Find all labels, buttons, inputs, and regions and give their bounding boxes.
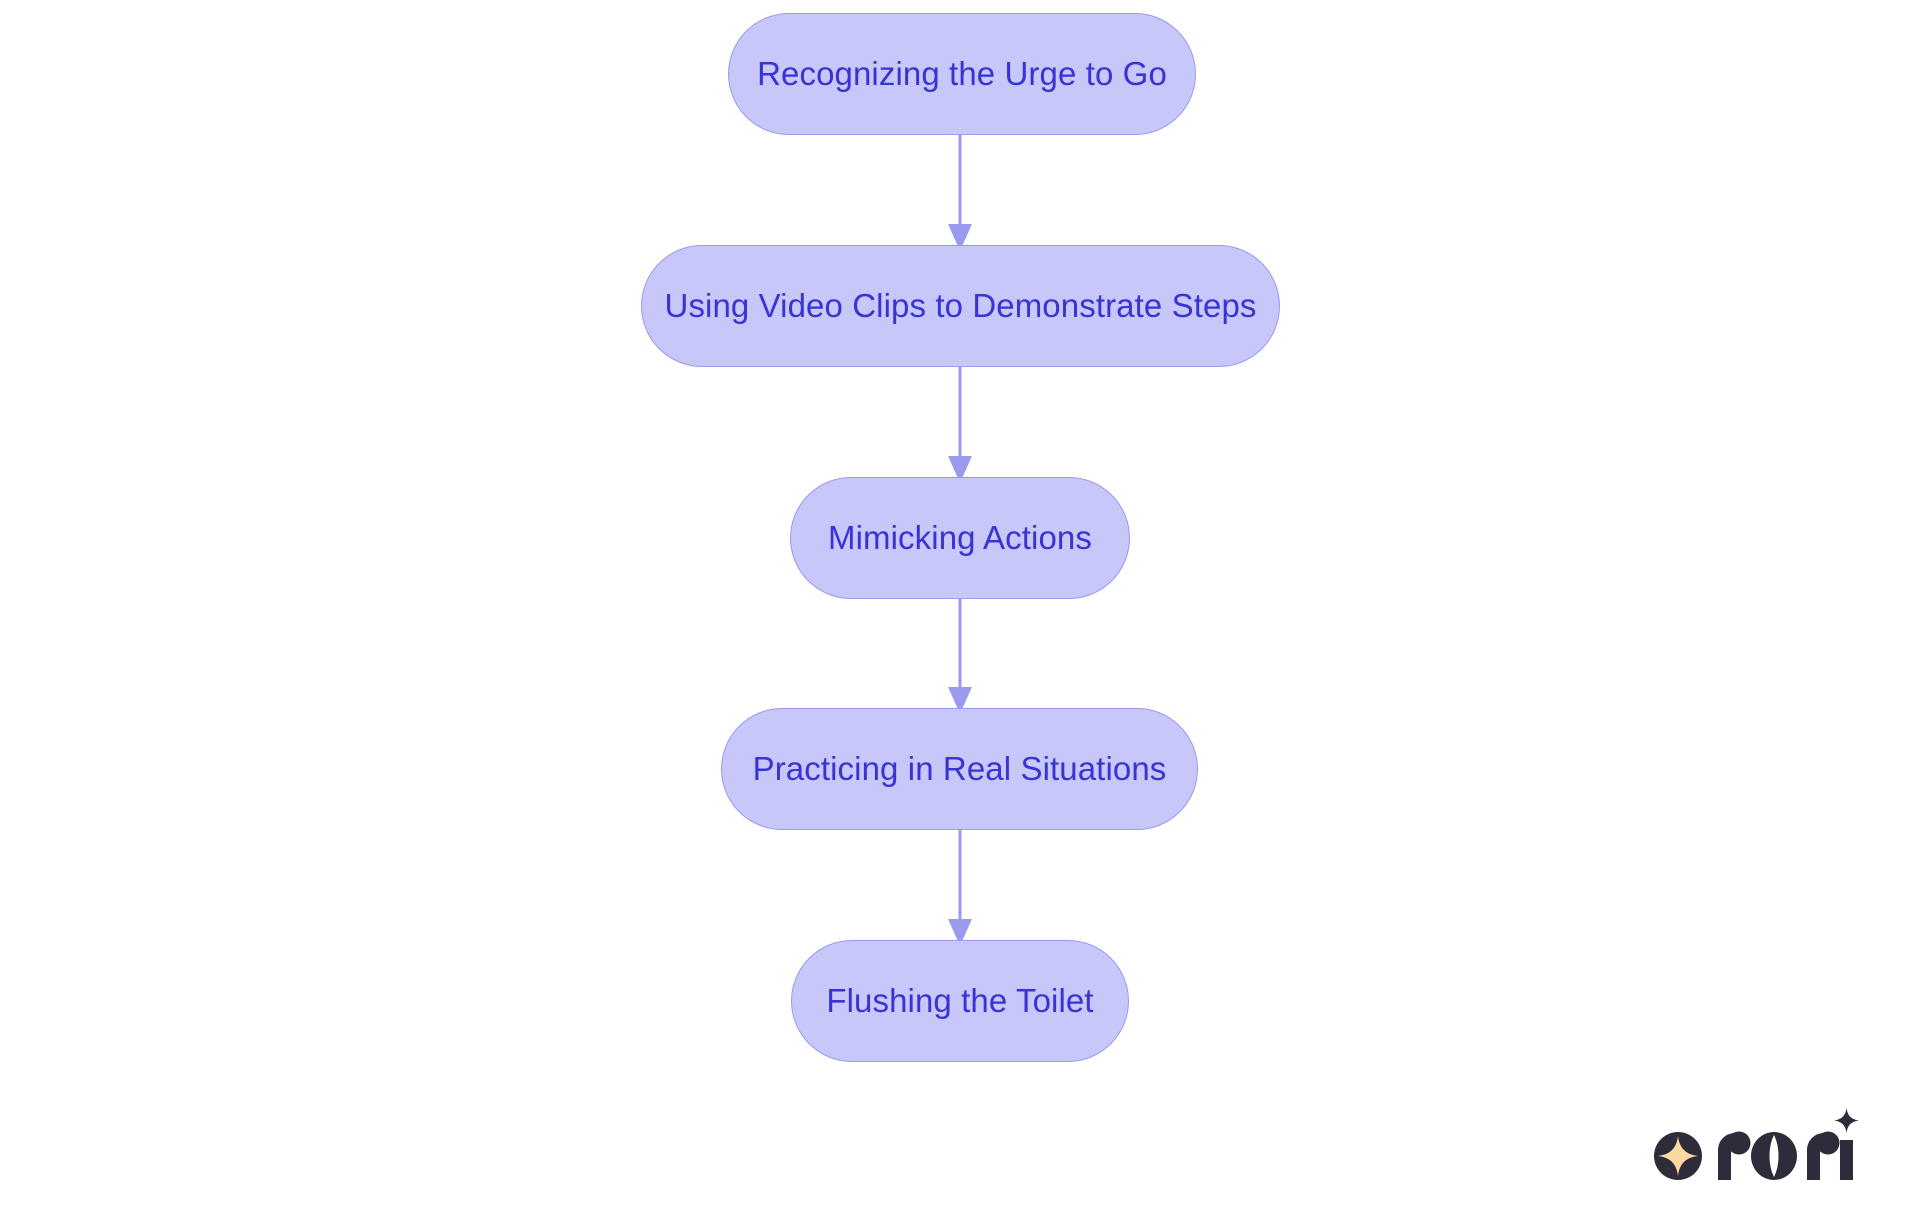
rori-wordmark [1718,1108,1859,1180]
flow-node-label: Flushing the Toilet [826,982,1094,1020]
flow-node-label: Using Video Clips to Demonstrate Steps [664,287,1257,325]
flow-node-mimicking-actions[interactable]: Mimicking Actions [790,477,1130,599]
rori-logo-svg [1654,1108,1859,1180]
flow-node-recognizing-the-urge-to-go[interactable]: Recognizing the Urge to Go [728,13,1196,135]
rori-logo [1652,1108,1860,1190]
flow-node-flushing-the-toilet[interactable]: Flushing the Toilet [791,940,1129,1062]
flow-node-practicing-in-real-situations[interactable]: Practicing in Real Situations [721,708,1198,830]
sparkle-mark-icon [1654,1132,1702,1180]
flow-node-label: Mimicking Actions [828,519,1092,557]
flow-node-label: Practicing in Real Situations [752,750,1167,788]
flow-node-label: Recognizing the Urge to Go [757,55,1167,93]
flow-node-using-video-clips-to-demonstrate-steps[interactable]: Using Video Clips to Demonstrate Steps [641,245,1280,367]
